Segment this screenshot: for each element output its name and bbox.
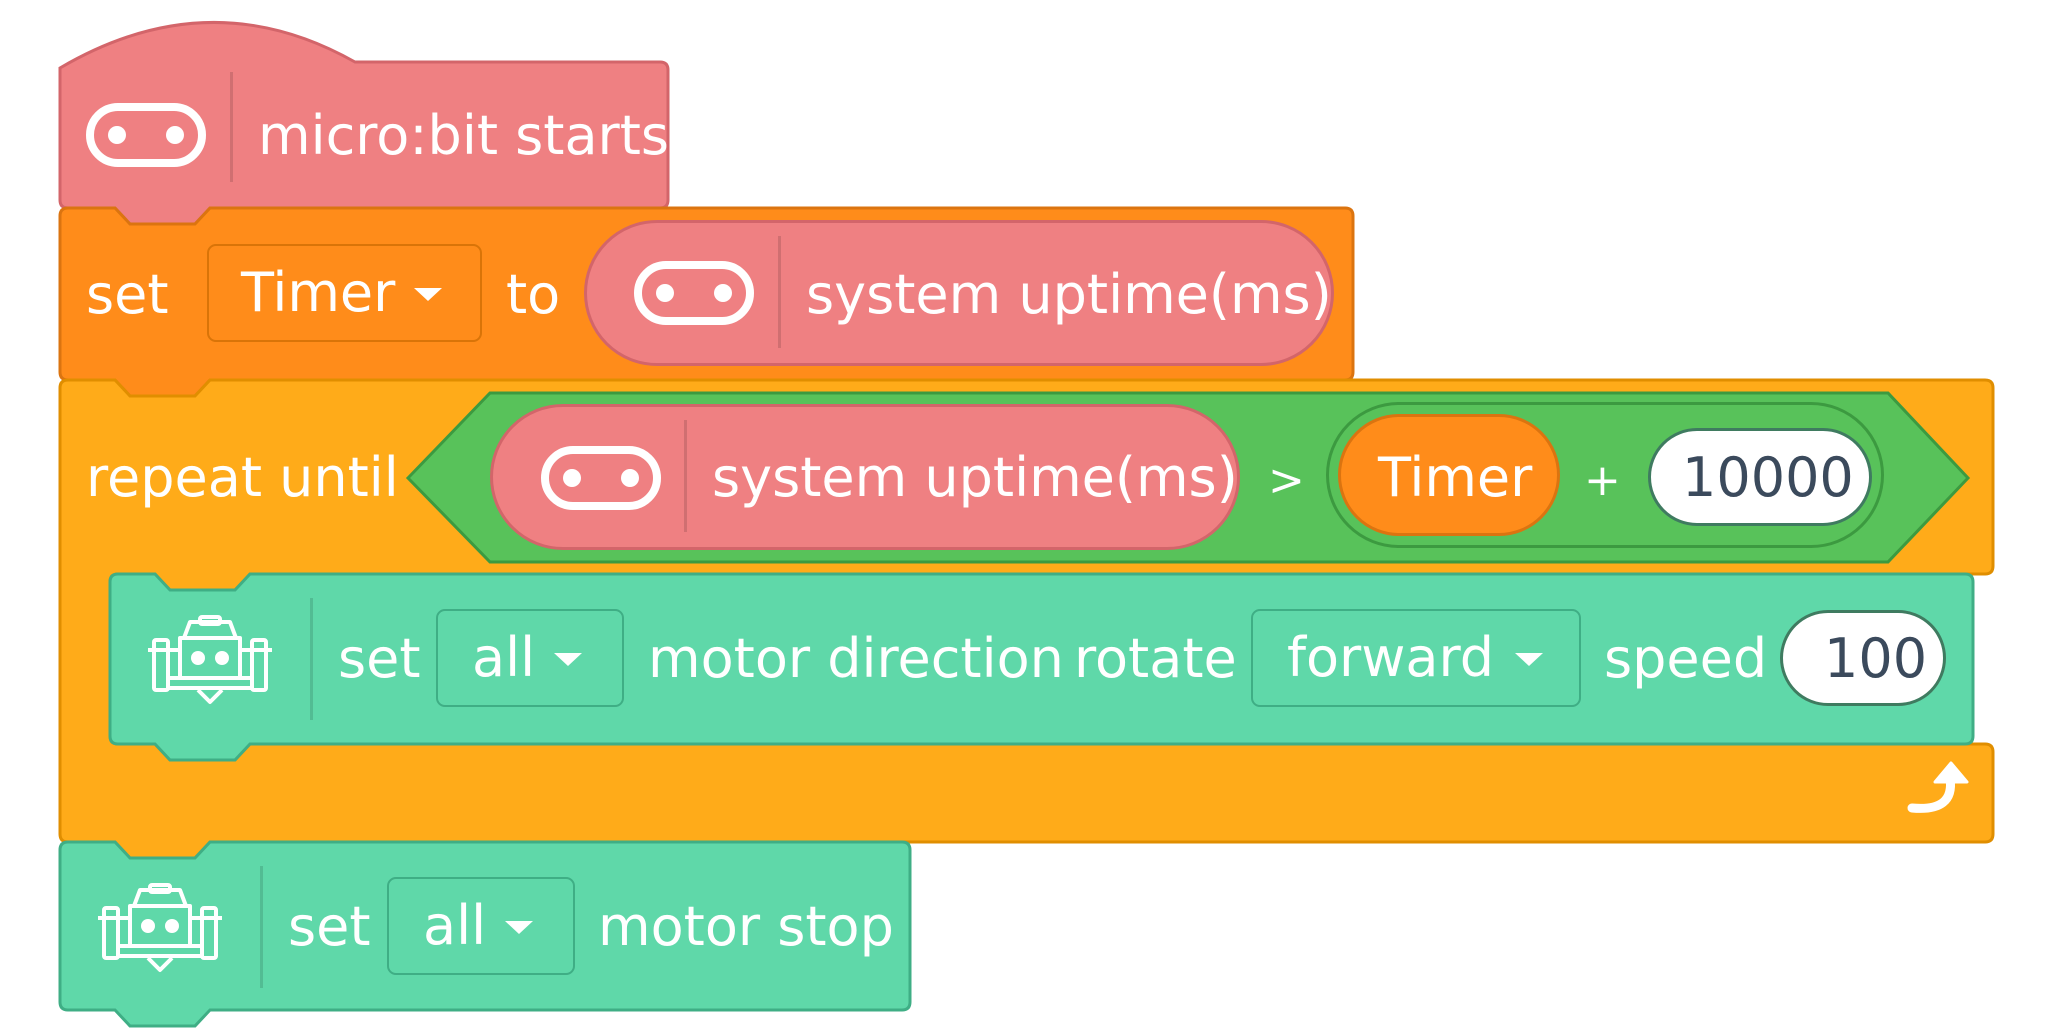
speed-number-value: 100 [1824, 627, 1928, 690]
speed-number-input[interactable] [1780, 610, 1946, 706]
motor-select-label: all [423, 894, 487, 957]
separator [230, 72, 233, 182]
timer-variable-label: Timer [1378, 446, 1533, 509]
microbit-icon [86, 103, 206, 167]
timer-variable-reporter[interactable] [1338, 414, 1560, 536]
greater-than-label: > [1268, 455, 1305, 506]
direction-select-dropdown[interactable]: forward [1251, 609, 1581, 707]
chevron-down-icon [554, 653, 582, 666]
chevron-down-icon [1515, 653, 1543, 666]
separator [778, 236, 781, 348]
set-label: set [288, 895, 371, 958]
separator [684, 420, 687, 532]
hat-block-label: micro:bit starts [258, 104, 670, 167]
set-label: set [86, 263, 169, 326]
motor-direction-label: motor direction [648, 627, 1064, 690]
to-label: to [506, 263, 561, 326]
motor-select-label: all [472, 626, 536, 689]
rotate-label: rotate [1074, 627, 1237, 690]
microbit-icon [634, 261, 754, 325]
motor-select-dropdown[interactable]: all [387, 877, 575, 975]
separator [260, 866, 263, 988]
number-value-10000: 10000 [1682, 446, 1854, 509]
variable-dropdown-label: Timer [241, 261, 396, 324]
plus-label: + [1584, 455, 1621, 506]
robot-car-icon [98, 883, 222, 972]
number-input-10000[interactable] [1648, 428, 1872, 526]
system-uptime-label: system uptime(ms) [712, 446, 1238, 509]
system-uptime-reporter[interactable] [584, 220, 1334, 366]
system-uptime-reporter[interactable] [490, 404, 1240, 550]
repeat-until-label: repeat until [86, 446, 399, 509]
robot-car-icon [148, 615, 272, 704]
motor-stop-label: motor stop [598, 895, 894, 958]
chevron-down-icon [505, 921, 533, 934]
system-uptime-label: system uptime(ms) [806, 263, 1332, 326]
variable-dropdown[interactable]: Timer [207, 244, 482, 342]
direction-select-label: forward [1287, 626, 1495, 689]
separator [310, 598, 313, 720]
motor-select-dropdown[interactable]: all [436, 609, 624, 707]
speed-label: speed [1604, 627, 1768, 690]
microbit-icon [541, 446, 661, 510]
set-label: set [338, 627, 421, 690]
chevron-down-icon [414, 288, 442, 301]
